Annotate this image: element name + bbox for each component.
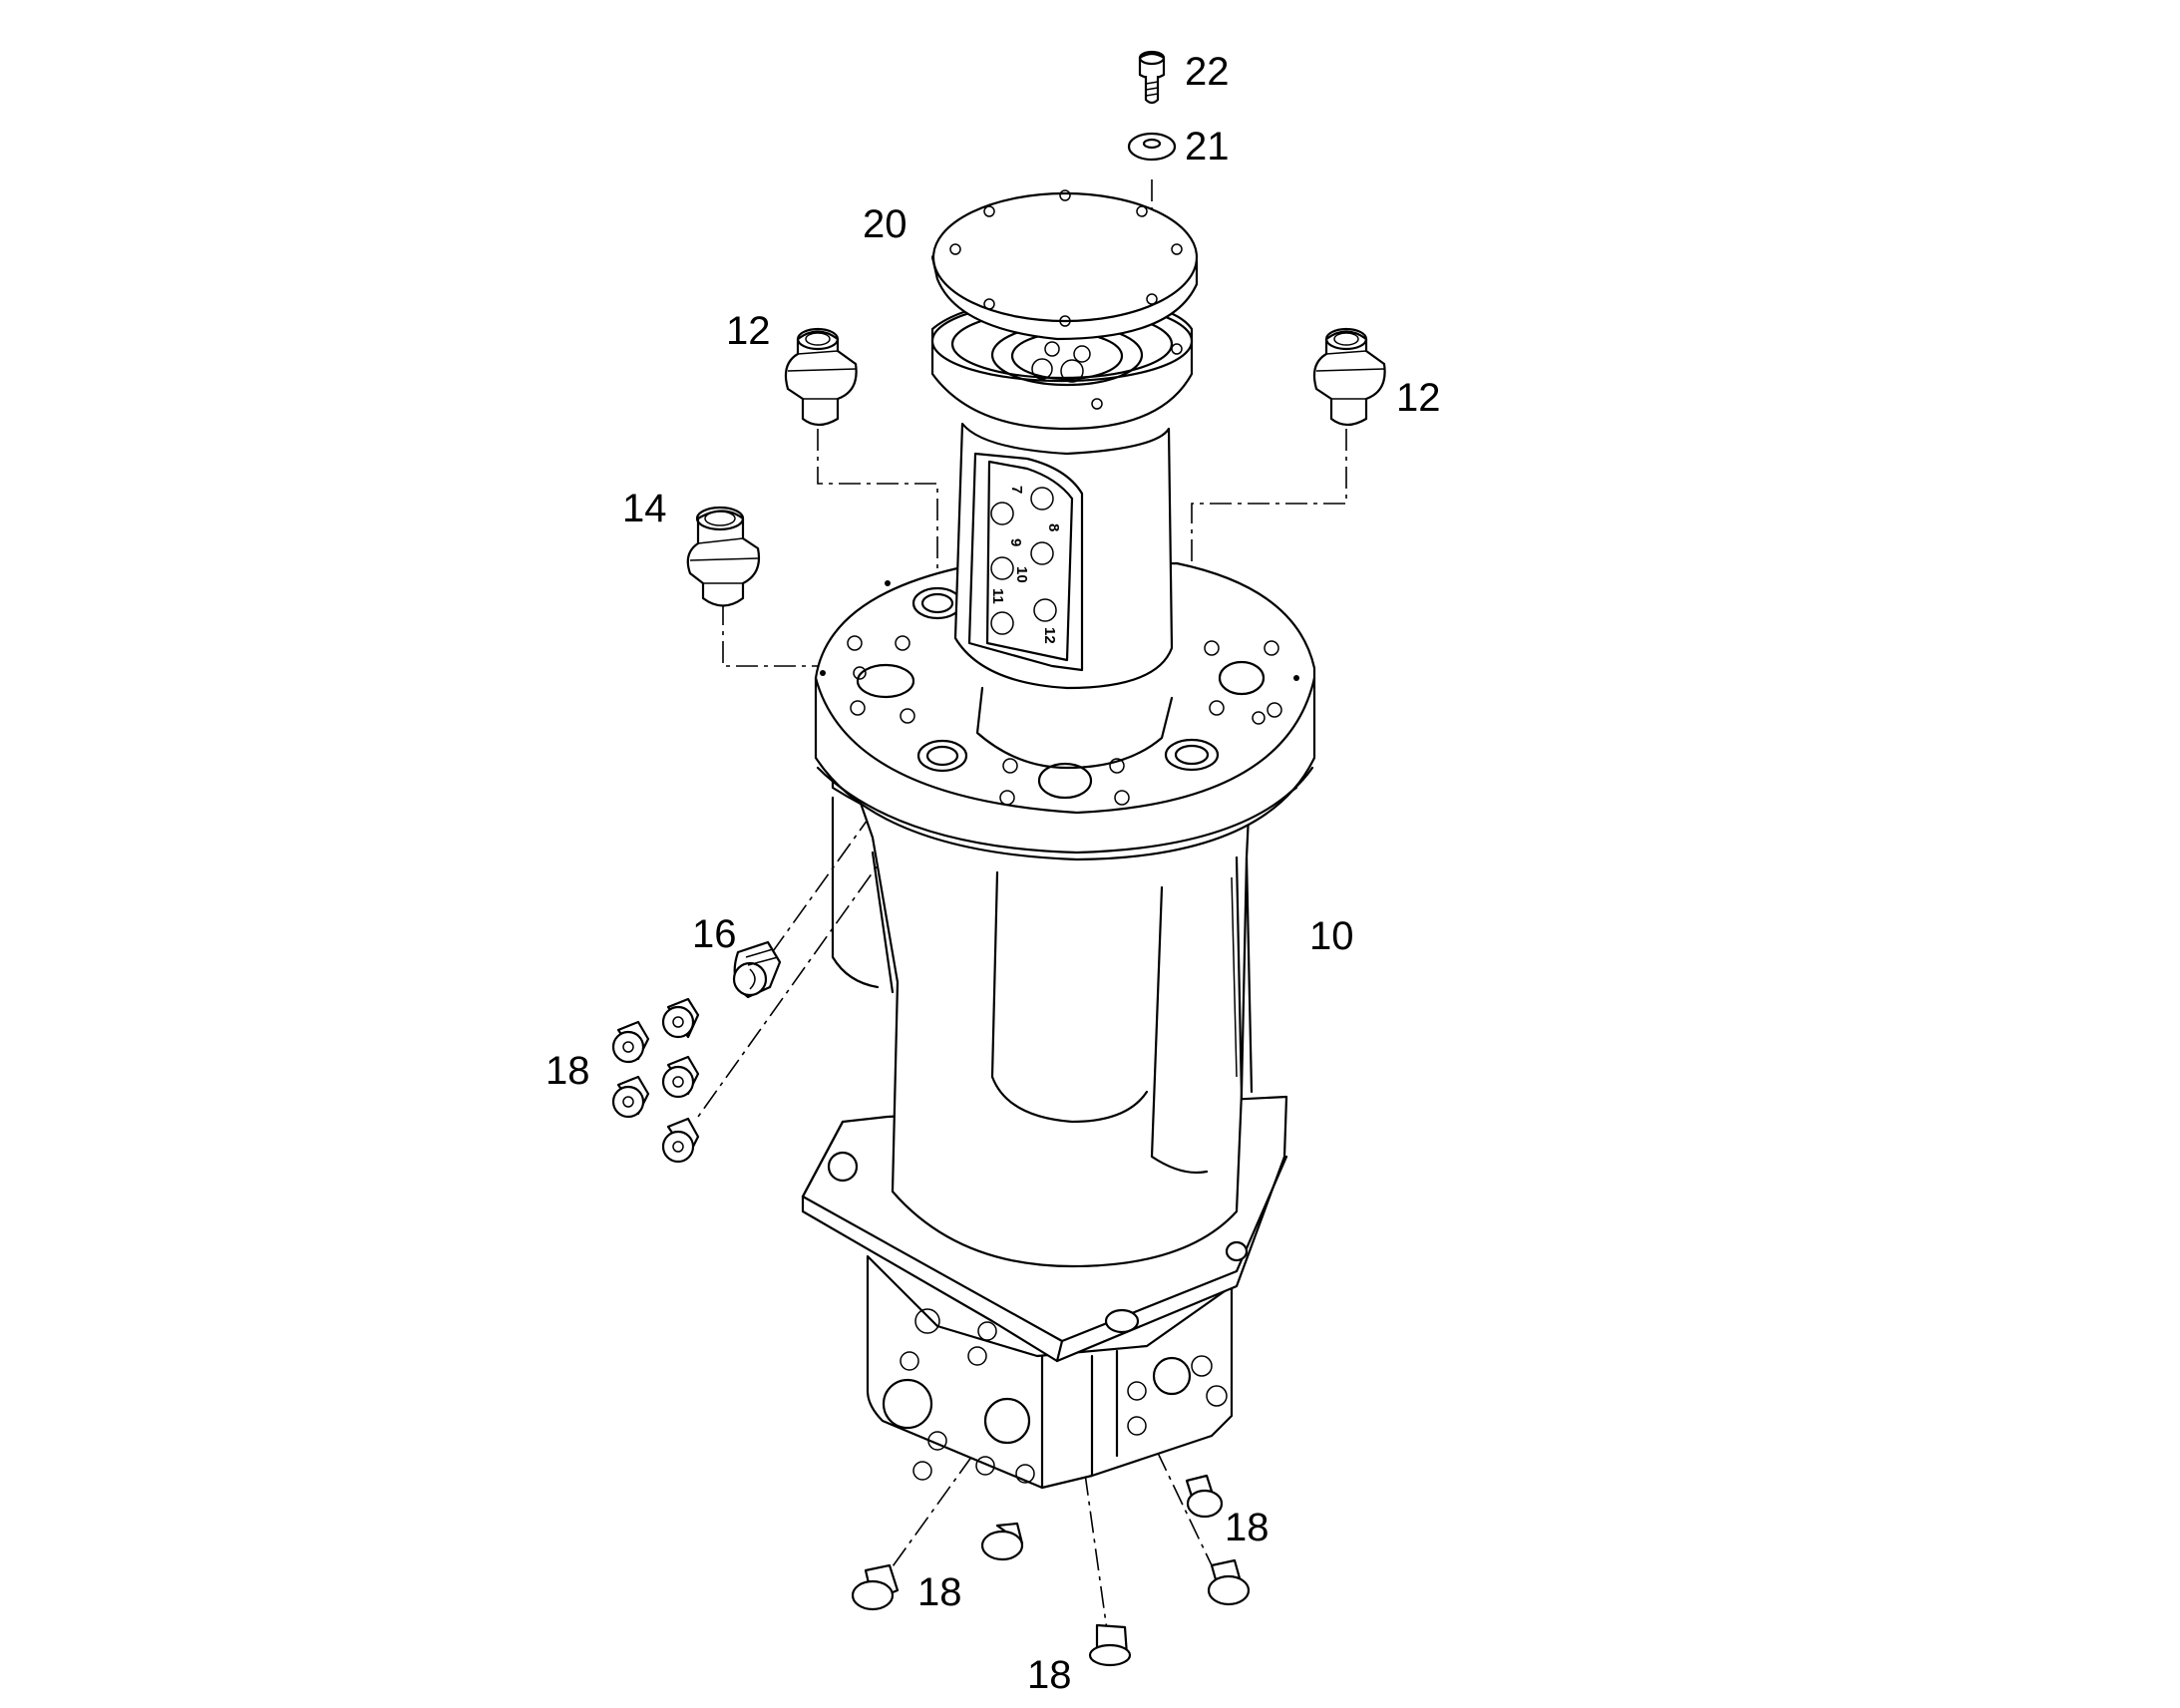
plug-18 (611, 1020, 650, 1064)
plug-16 (732, 940, 782, 999)
fitting-12-right (1312, 327, 1386, 427)
plug-18 (1185, 1474, 1224, 1519)
callout-labels: 22 21 20 12 12 14 16 10 18 18 18 18 (545, 50, 1441, 1697)
callout-18-group: 18 (545, 1049, 590, 1093)
callout-18-bottom: 18 (1027, 1653, 1072, 1697)
screw-22 (1138, 50, 1166, 105)
plug-18 (1207, 1558, 1251, 1606)
fitting-12-left (784, 327, 858, 427)
callout-18-left: 18 (917, 1570, 962, 1614)
callout-10: 10 (1309, 914, 1354, 958)
callout-21: 21 (1185, 125, 1230, 169)
port-number-8: 8 (1045, 523, 1062, 531)
plug-group-18 (611, 997, 700, 1164)
center-column: 7 8 9 10 11 12 (953, 422, 1174, 770)
port-number-11: 11 (989, 588, 1006, 604)
port-number-12: 12 (1041, 627, 1058, 644)
port-number-9: 9 (1007, 538, 1024, 546)
washer-21 (1127, 132, 1177, 162)
callout-22: 22 (1185, 50, 1230, 94)
plug-18 (661, 1117, 700, 1164)
bottom-manifold-block (866, 1254, 1234, 1490)
callout-12-left: 12 (726, 309, 771, 353)
plug-18 (851, 1563, 900, 1611)
callout-20: 20 (863, 202, 908, 246)
plug-18 (661, 1055, 700, 1099)
plug-18 (980, 1522, 1024, 1561)
callout-12-right: 12 (1396, 376, 1441, 420)
plug-18 (611, 1075, 650, 1119)
callout-16: 16 (692, 912, 737, 956)
plug-18 (1088, 1623, 1132, 1667)
port-number-7: 7 (1008, 486, 1025, 494)
callout-14: 14 (622, 487, 667, 530)
plug-18 (661, 997, 700, 1039)
cover-plate (930, 189, 1199, 341)
port-number-10: 10 (1013, 566, 1030, 583)
fitting-14 (686, 506, 761, 607)
bottom-plugs-18 (851, 1474, 1251, 1667)
upper-flange (814, 561, 1316, 861)
callout-18-right: 18 (1225, 1506, 1270, 1549)
